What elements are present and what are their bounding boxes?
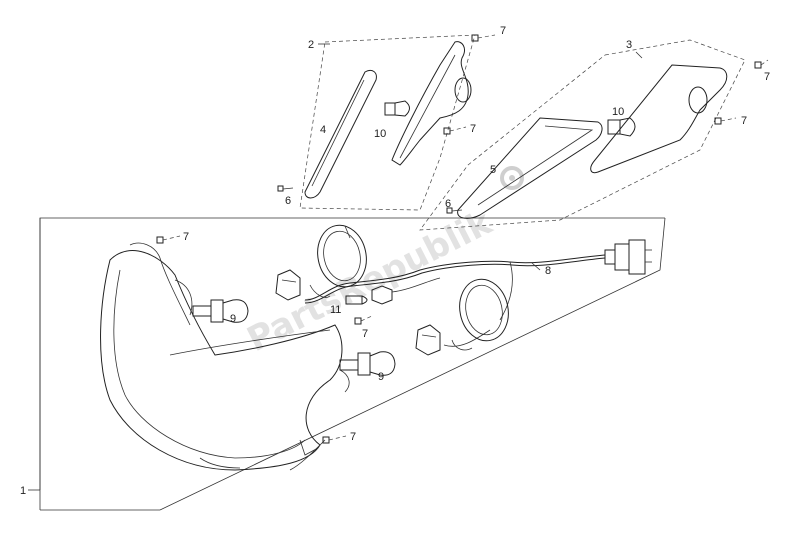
reflector-lower (451, 278, 509, 351)
reflector-upper (309, 224, 367, 298)
bulb-10-left (384, 100, 410, 117)
group-frame-1 (28, 217, 666, 511)
watermark: PartsRepublik (241, 166, 524, 360)
callout-7-far-right: 7 (764, 71, 770, 83)
gear-icon (500, 166, 524, 190)
callout-7-headlamp-top: 7 (183, 231, 189, 243)
left-indicator-lens-4 (304, 69, 377, 199)
screw-7-top (471, 34, 496, 42)
screw-7-headlamp-top (156, 235, 181, 244)
callout-9-lower: 9 (378, 371, 384, 383)
screw-7-bottom (322, 435, 347, 444)
callout-3: 3 (626, 39, 632, 51)
headlamp-body (100, 242, 350, 471)
wiring-harness-8 (304, 239, 652, 347)
bulb-holder-upper (275, 269, 301, 301)
bulb-holder-lower (415, 324, 441, 356)
left-indicator-housing (391, 41, 472, 166)
leader-lines (531, 262, 541, 271)
screw-7-right-mid (714, 117, 737, 125)
callout-8: 8 (545, 265, 551, 277)
callout-10-left: 10 (374, 128, 386, 140)
callout-6-left: 6 (285, 195, 291, 207)
callout-10-right: 10 (612, 106, 624, 118)
right-indicator-housing (590, 64, 728, 174)
callout-7-right-mid: 7 (741, 115, 747, 127)
callout-11: 11 (330, 304, 341, 316)
callout-7-mid-left: 7 (470, 123, 476, 135)
callout-7-bottom: 7 (350, 431, 356, 443)
callout-labels: 1 2 3 4 5 6 6 7 7 7 7 7 7 7 8 9 9 10 10 … (20, 25, 770, 497)
callout-7-center: 7 (362, 328, 368, 340)
position-lamp-11 (345, 295, 368, 305)
screw-6-right (446, 207, 463, 214)
bulb-9-upper (192, 299, 249, 323)
callout-1: 1 (20, 485, 26, 497)
callout-5: 5 (490, 164, 496, 176)
callout-4: 4 (320, 124, 326, 136)
callout-6-right: 6 (445, 198, 451, 210)
right-indicator-lens-5 (457, 117, 603, 219)
screw-7-mid-left (443, 126, 467, 135)
group-frame-2 (299, 34, 476, 211)
callout-7-top: 7 (500, 25, 506, 37)
callout-2: 2 (308, 39, 314, 51)
screw-6-left (277, 185, 294, 192)
bulb-9-lower (339, 351, 396, 376)
group-frame-3 (419, 39, 746, 231)
screw-7-far-right (754, 59, 769, 69)
bulb-10-right (607, 117, 636, 137)
screw-7-center (354, 315, 373, 325)
callout-9-upper: 9 (230, 313, 236, 325)
